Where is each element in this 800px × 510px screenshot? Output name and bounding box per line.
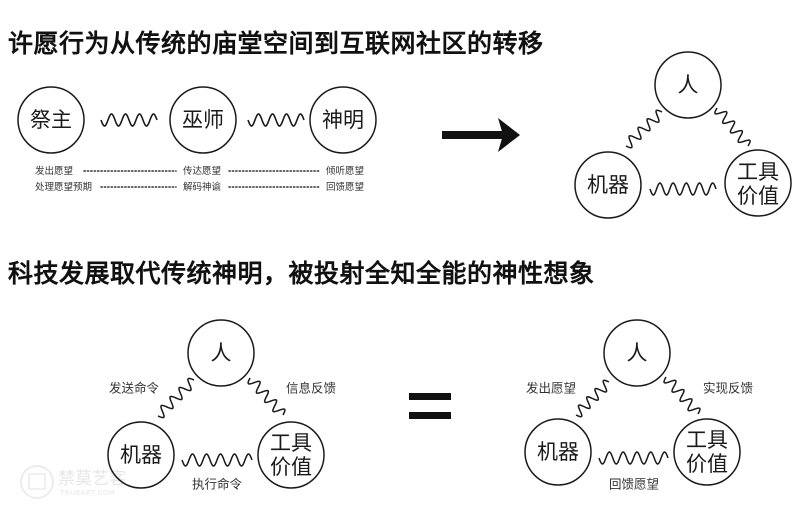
node-circle-tool	[673, 418, 741, 486]
node-person: 人	[211, 341, 232, 365]
row2-col1: 处理愿望预期	[35, 181, 92, 193]
section-title-bottom: 科技发展取代传统神明，被投射全知全能的神性想象	[8, 259, 595, 288]
node-circle-machine	[574, 151, 642, 219]
wave-connector	[598, 451, 669, 465]
wave-connector	[247, 113, 305, 127]
node-circle-person	[603, 319, 671, 387]
watermark-text: 禁莫艺客	[58, 469, 126, 489]
wave-connector	[714, 107, 751, 147]
node-tool-line2: 价值	[737, 184, 779, 208]
wave-connector	[247, 377, 286, 416]
equals-icon	[409, 393, 451, 419]
triangle-top: 人 机器 工具 价值	[574, 51, 792, 219]
edge-label-make-wish: 发出愿望	[526, 381, 576, 396]
node-machine: 机器	[587, 173, 629, 197]
edge-label-execute: 执行命令	[192, 477, 243, 492]
node-machine: 机器	[120, 443, 162, 467]
edge-label-return-wish: 回馈愿望	[609, 477, 659, 492]
node-circle-person	[187, 319, 255, 387]
wave-connector	[181, 453, 253, 467]
wave-connector	[157, 377, 195, 419]
node-tool-line2: 价值	[270, 455, 312, 479]
wave-connector	[100, 113, 158, 127]
watermark-logo-icon	[20, 465, 54, 499]
node-circle-tool	[724, 149, 792, 217]
node-circle-machine	[107, 421, 175, 489]
wave-connector	[663, 376, 701, 415]
watermark: 禁莫艺客 TRUEART.COM	[20, 465, 126, 499]
node-circle-person	[654, 51, 722, 119]
wave-connector	[649, 182, 717, 196]
section-title-top: 许愿行为从传统的庙堂空间到互联网社区的转移	[8, 29, 544, 58]
node-shenming: 神明	[322, 108, 364, 132]
node-wushi: 巫师	[182, 108, 224, 132]
node-circle-shenming	[309, 86, 377, 154]
edge-label-feedback: 信息反馈	[286, 381, 336, 396]
edge-label-send-command: 发送命令	[109, 381, 160, 396]
traditional-chain: 祭主 巫师 神明 发出愿望 传达愿望 倾听愿望 处理愿望预期 解码神谕 回馈愿望	[17, 86, 377, 193]
row2-col2: 解码神谕	[183, 181, 222, 193]
wave-connector	[575, 379, 610, 418]
node-jizhu: 祭主	[30, 108, 72, 132]
row1-col2: 传达愿望	[183, 165, 221, 177]
node-person: 人	[627, 341, 648, 365]
node-circle-jizhu	[17, 86, 85, 154]
node-tool-line1: 工具	[737, 160, 779, 184]
node-circle-tool	[257, 421, 325, 489]
node-person: 人	[678, 73, 699, 97]
node-circle-wushi	[169, 86, 237, 154]
node-circle-machine	[524, 418, 592, 486]
watermark-logo-frame	[28, 473, 46, 490]
node-tool-line1: 工具	[686, 428, 728, 452]
edge-label-fulfil: 实现反馈	[703, 381, 753, 396]
arrow-right-icon	[442, 118, 520, 152]
node-tool-line1: 工具	[270, 431, 312, 455]
wave-connector	[625, 109, 663, 149]
row1-col3: 倾听愿望	[326, 165, 364, 177]
row2-col3: 回馈愿望	[326, 181, 364, 193]
row1-col1: 发出愿望	[35, 165, 73, 177]
node-machine: 机器	[537, 440, 579, 464]
node-tool-line2: 价值	[686, 452, 728, 476]
triangle-left: 人 机器 工具 价值 发送命令 信息反馈 执行命令	[107, 319, 336, 492]
triangle-right: 人 机器 工具 价值 发出愿望 实现反馈 回馈愿望	[524, 319, 753, 492]
watermark-subtext: TRUEART.COM	[59, 489, 115, 497]
